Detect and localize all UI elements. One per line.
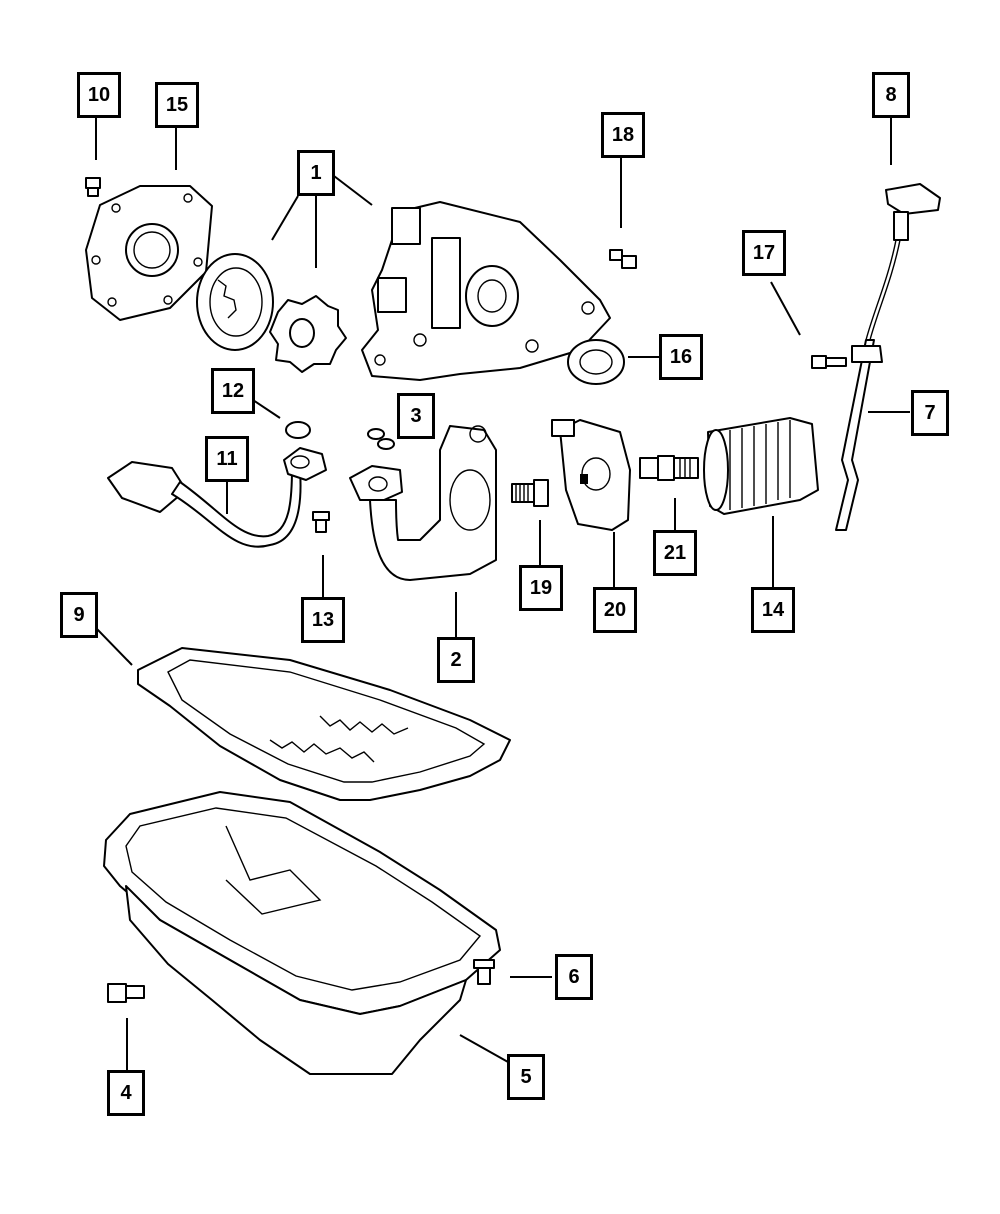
callout-8: 8	[872, 72, 910, 118]
dipstick	[865, 183, 941, 341]
callout-21: 21	[653, 530, 697, 576]
callout-4: 4	[107, 1070, 145, 1116]
callout-2: 2	[437, 637, 475, 683]
callout-5: 5	[507, 1054, 545, 1100]
pickup-bolt	[312, 511, 330, 533]
callout-12: 12	[211, 368, 255, 414]
callout-7: 7	[911, 390, 949, 436]
callout-17: 17	[742, 230, 786, 276]
callout-18: 18	[601, 112, 645, 158]
crank-seal	[567, 339, 625, 385]
dipstick-tube	[835, 339, 883, 531]
cooler-fitting-left	[511, 479, 549, 507]
callout-10: 10	[77, 72, 121, 118]
callout-19: 19	[519, 565, 563, 611]
cover-screw	[85, 177, 101, 197]
oil-pan	[103, 791, 501, 1075]
callout-14: 14	[751, 587, 795, 633]
callout-1: 1	[297, 150, 335, 196]
oil-pump-body	[361, 201, 611, 381]
oil-filter	[703, 417, 819, 515]
callout-11: 11	[205, 436, 249, 482]
callout-3: 3	[397, 393, 435, 439]
oil-cooler	[551, 419, 631, 531]
dipstick-tube-bolt	[811, 355, 847, 369]
inner-rotor	[269, 295, 347, 373]
oil-pan-gasket	[137, 647, 511, 801]
pan-bolt-right	[473, 959, 495, 985]
callout-16: 16	[659, 334, 703, 380]
leader-lines	[95, 118, 910, 1070]
outer-rotor	[196, 253, 274, 351]
cooler-fitting-right	[639, 455, 699, 481]
callout-20: 20	[593, 587, 637, 633]
pan-bolt-left	[107, 983, 145, 1003]
oil-pickup-tube	[107, 447, 327, 548]
filter-adapter-housing	[349, 425, 497, 581]
pump-bolt	[609, 249, 637, 269]
callout-6: 6	[555, 954, 593, 1000]
callout-13: 13	[301, 597, 345, 643]
filter-adapter-o-rings	[367, 428, 395, 450]
pickup-o-ring	[285, 421, 311, 439]
callout-15: 15	[155, 82, 199, 128]
pump-cover-plate	[85, 185, 213, 321]
callout-9: 9	[60, 592, 98, 638]
